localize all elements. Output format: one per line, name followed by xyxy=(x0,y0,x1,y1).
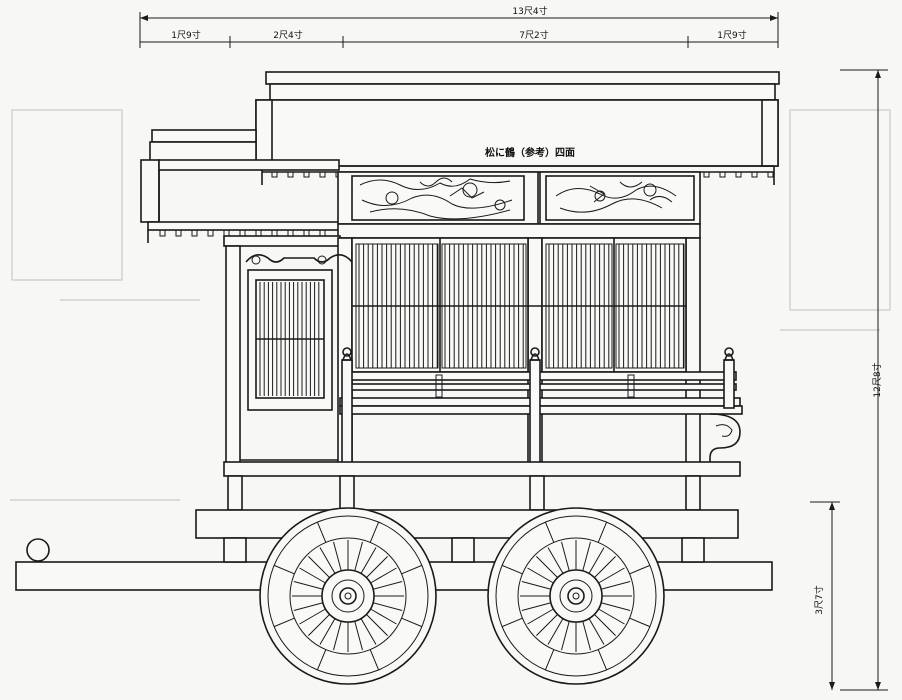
lower-roof-dentils xyxy=(159,229,326,237)
overall-width-label: 13尺4寸 xyxy=(512,5,547,17)
top-dimension-line xyxy=(139,12,779,48)
wheel-height-label: 3尺7寸 xyxy=(813,585,825,614)
side-window-bracket xyxy=(245,254,353,411)
railing xyxy=(339,347,743,465)
rear-wheel xyxy=(487,507,665,685)
segment-4-label: 1尺9寸 xyxy=(717,29,746,41)
lower-front-roof xyxy=(140,129,340,243)
lower-body xyxy=(223,461,741,511)
segment-3-label: 7尺2寸 xyxy=(519,29,548,41)
pull-ring xyxy=(26,538,50,562)
overall-height-label: 12尺8寸 xyxy=(871,362,883,397)
front-wheel xyxy=(259,507,437,685)
segment-2-label: 2尺4寸 xyxy=(273,29,302,41)
carving-panel-right xyxy=(539,171,701,225)
carving-label: 松に鶴（参考）四面 xyxy=(485,146,575,159)
main-lattice-doors xyxy=(351,237,687,373)
side-window-grille xyxy=(256,282,324,396)
carving-panel-left xyxy=(337,171,539,225)
main-door-grilles xyxy=(352,243,686,369)
segment-1-label: 1尺9寸 xyxy=(171,29,200,41)
upper-roof xyxy=(255,71,780,185)
right-height-dimension-line xyxy=(840,69,888,691)
background-ghost-lines xyxy=(10,109,891,501)
wheel-height-dimension-line xyxy=(810,501,840,690)
